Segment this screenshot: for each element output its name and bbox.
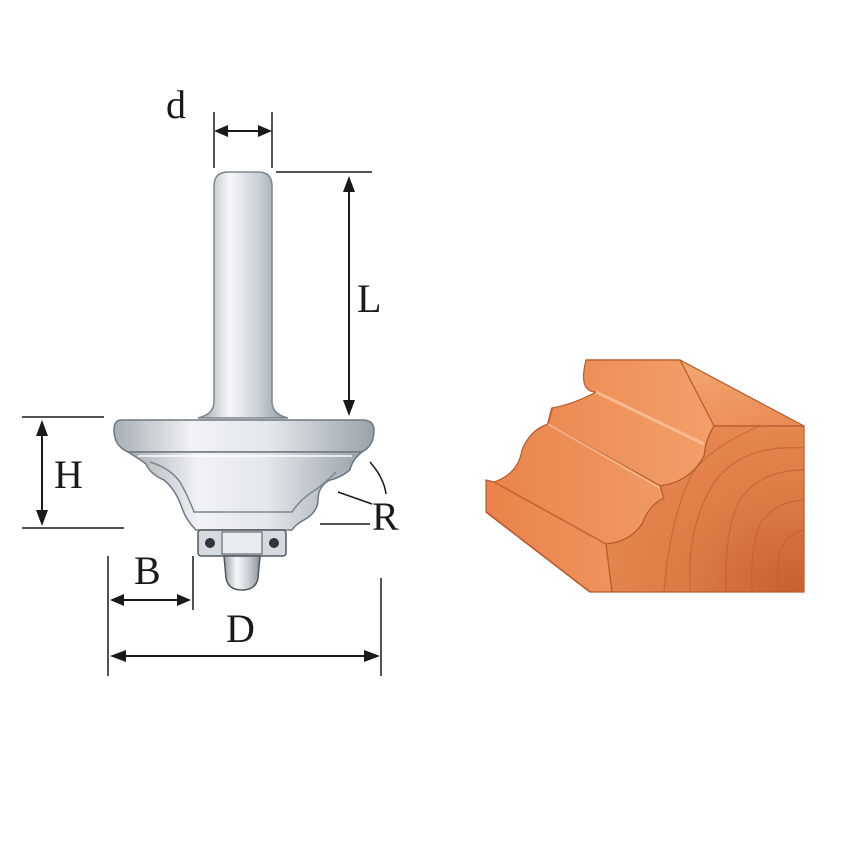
cutter-profile: [125, 451, 365, 531]
label-H: H: [54, 452, 83, 497]
label-R: R: [372, 494, 399, 539]
label-L: L: [357, 276, 381, 321]
shank: [197, 171, 289, 419]
cutter-flange: [113, 419, 375, 453]
label-B: B: [134, 548, 161, 593]
label-D: D: [226, 606, 255, 651]
bearing-balls: [205, 538, 279, 548]
wood-grain: [663, 425, 805, 593]
wood-end-face: [605, 425, 805, 593]
bearing-screw: [223, 555, 261, 591]
cutter-groove: [149, 461, 337, 513]
dimension-lines: [22, 112, 387, 676]
router-bit: [113, 171, 375, 591]
label-d: d: [166, 82, 186, 127]
wood-profile: [485, 359, 805, 593]
